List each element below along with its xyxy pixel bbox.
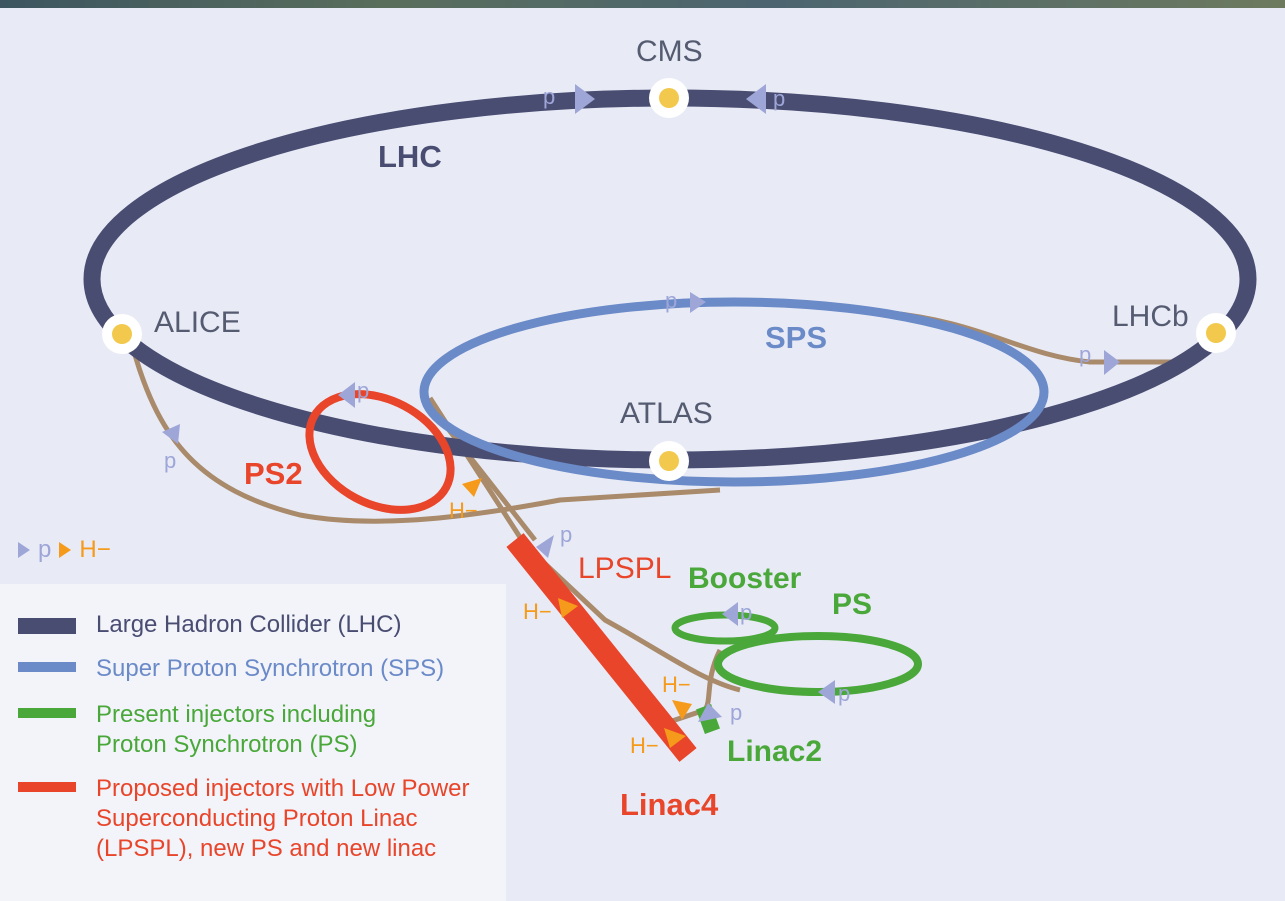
hminus-arrow-icon	[462, 478, 482, 497]
hminus-arrow-icon	[59, 542, 72, 558]
proton-arrow-icon	[18, 542, 30, 558]
hminus-arrow-icon	[672, 700, 692, 720]
lhcb-label: LHCb	[1112, 300, 1189, 333]
transfer-line-alice	[132, 354, 721, 524]
p-label: p	[164, 448, 176, 473]
legend-text-lhc: Large Hadron Collider (LHC)	[96, 611, 402, 638]
hminus-label: H−	[449, 498, 478, 523]
legend-swatch-sps	[18, 662, 76, 672]
proton-arrow-icon	[575, 84, 595, 114]
proton-arrow-icon	[536, 535, 554, 558]
proton-arrow-icon	[1104, 350, 1120, 375]
hminus-label: H−	[662, 672, 691, 697]
p-label: p	[665, 288, 677, 313]
legend-swatch-lhc	[18, 618, 76, 634]
ps2-ring	[305, 390, 455, 514]
p-label: p	[740, 600, 752, 625]
ps2-label: PS2	[244, 456, 303, 491]
proton-arrow-icon	[722, 602, 738, 626]
linac4-label: Linac4	[620, 787, 719, 822]
p-label: p	[543, 84, 555, 109]
legend-text-present: Present injectors including Proton Synch…	[96, 701, 377, 758]
hminus-arrow-icon	[664, 728, 686, 748]
legend: Large Hadron Collider (LHC) Super Proton…	[0, 584, 506, 901]
ps-label: PS	[832, 588, 872, 621]
particle-key: p H−	[18, 536, 111, 564]
legend-text-sps: Super Proton Synchrotron (SPS)	[96, 655, 445, 682]
experiment-dot-lhcb	[1196, 313, 1236, 353]
lhc-label: LHC	[378, 139, 442, 174]
particle-key-p: p	[38, 536, 52, 563]
proton-arrow-icon	[746, 84, 766, 114]
transfer-line-lpspl	[427, 396, 741, 693]
hminus-label: H−	[523, 599, 552, 624]
lpspl-linac	[506, 533, 697, 762]
booster-label: Booster	[688, 562, 802, 595]
legend-swatch-proposed	[18, 782, 76, 792]
proton-arrow-icon	[162, 424, 180, 444]
ps-ring	[714, 632, 922, 696]
hminus-label: H−	[630, 733, 659, 758]
proton-arrow-icon	[818, 680, 835, 704]
experiment-dot-cms	[649, 78, 689, 118]
proton-arrow-icon	[690, 292, 706, 313]
sps-ring	[419, 297, 1049, 487]
cms-label: CMS	[636, 35, 703, 68]
p-label: p	[1079, 342, 1091, 367]
alice-label: ALICE	[154, 306, 241, 339]
p-label: p	[838, 681, 850, 706]
legend-item-lhc: Large Hadron Collider (LHC)	[18, 610, 401, 640]
linac2-label: Linac2	[727, 735, 822, 768]
p-label: p	[560, 522, 572, 547]
p-label: p	[773, 86, 785, 111]
aerial-photo-strip	[0, 0, 1285, 8]
proton-arrow-icon	[338, 382, 355, 408]
sps-label: SPS	[765, 320, 827, 355]
p-label: p	[730, 700, 742, 725]
legend-swatch-present	[18, 708, 76, 718]
p-label: p	[357, 378, 369, 403]
experiment-dot-atlas	[649, 441, 689, 481]
experiment-dot-alice	[102, 314, 142, 354]
atlas-label: ATLAS	[620, 397, 713, 430]
legend-text-proposed: Proposed injectors with Low Power Superc…	[96, 775, 470, 862]
lpspl-label: LPSPL	[578, 552, 671, 585]
legend-item-sps: Super Proton Synchrotron (SPS)	[18, 654, 444, 684]
legend-item-proposed: Proposed injectors with Low Power Superc…	[18, 774, 470, 864]
hminus-arrow-icon	[558, 598, 578, 618]
legend-item-present: Present injectors including Proton Synch…	[18, 700, 376, 760]
proton-arrow-icon	[698, 703, 722, 722]
particle-key-hminus: H−	[79, 536, 111, 563]
